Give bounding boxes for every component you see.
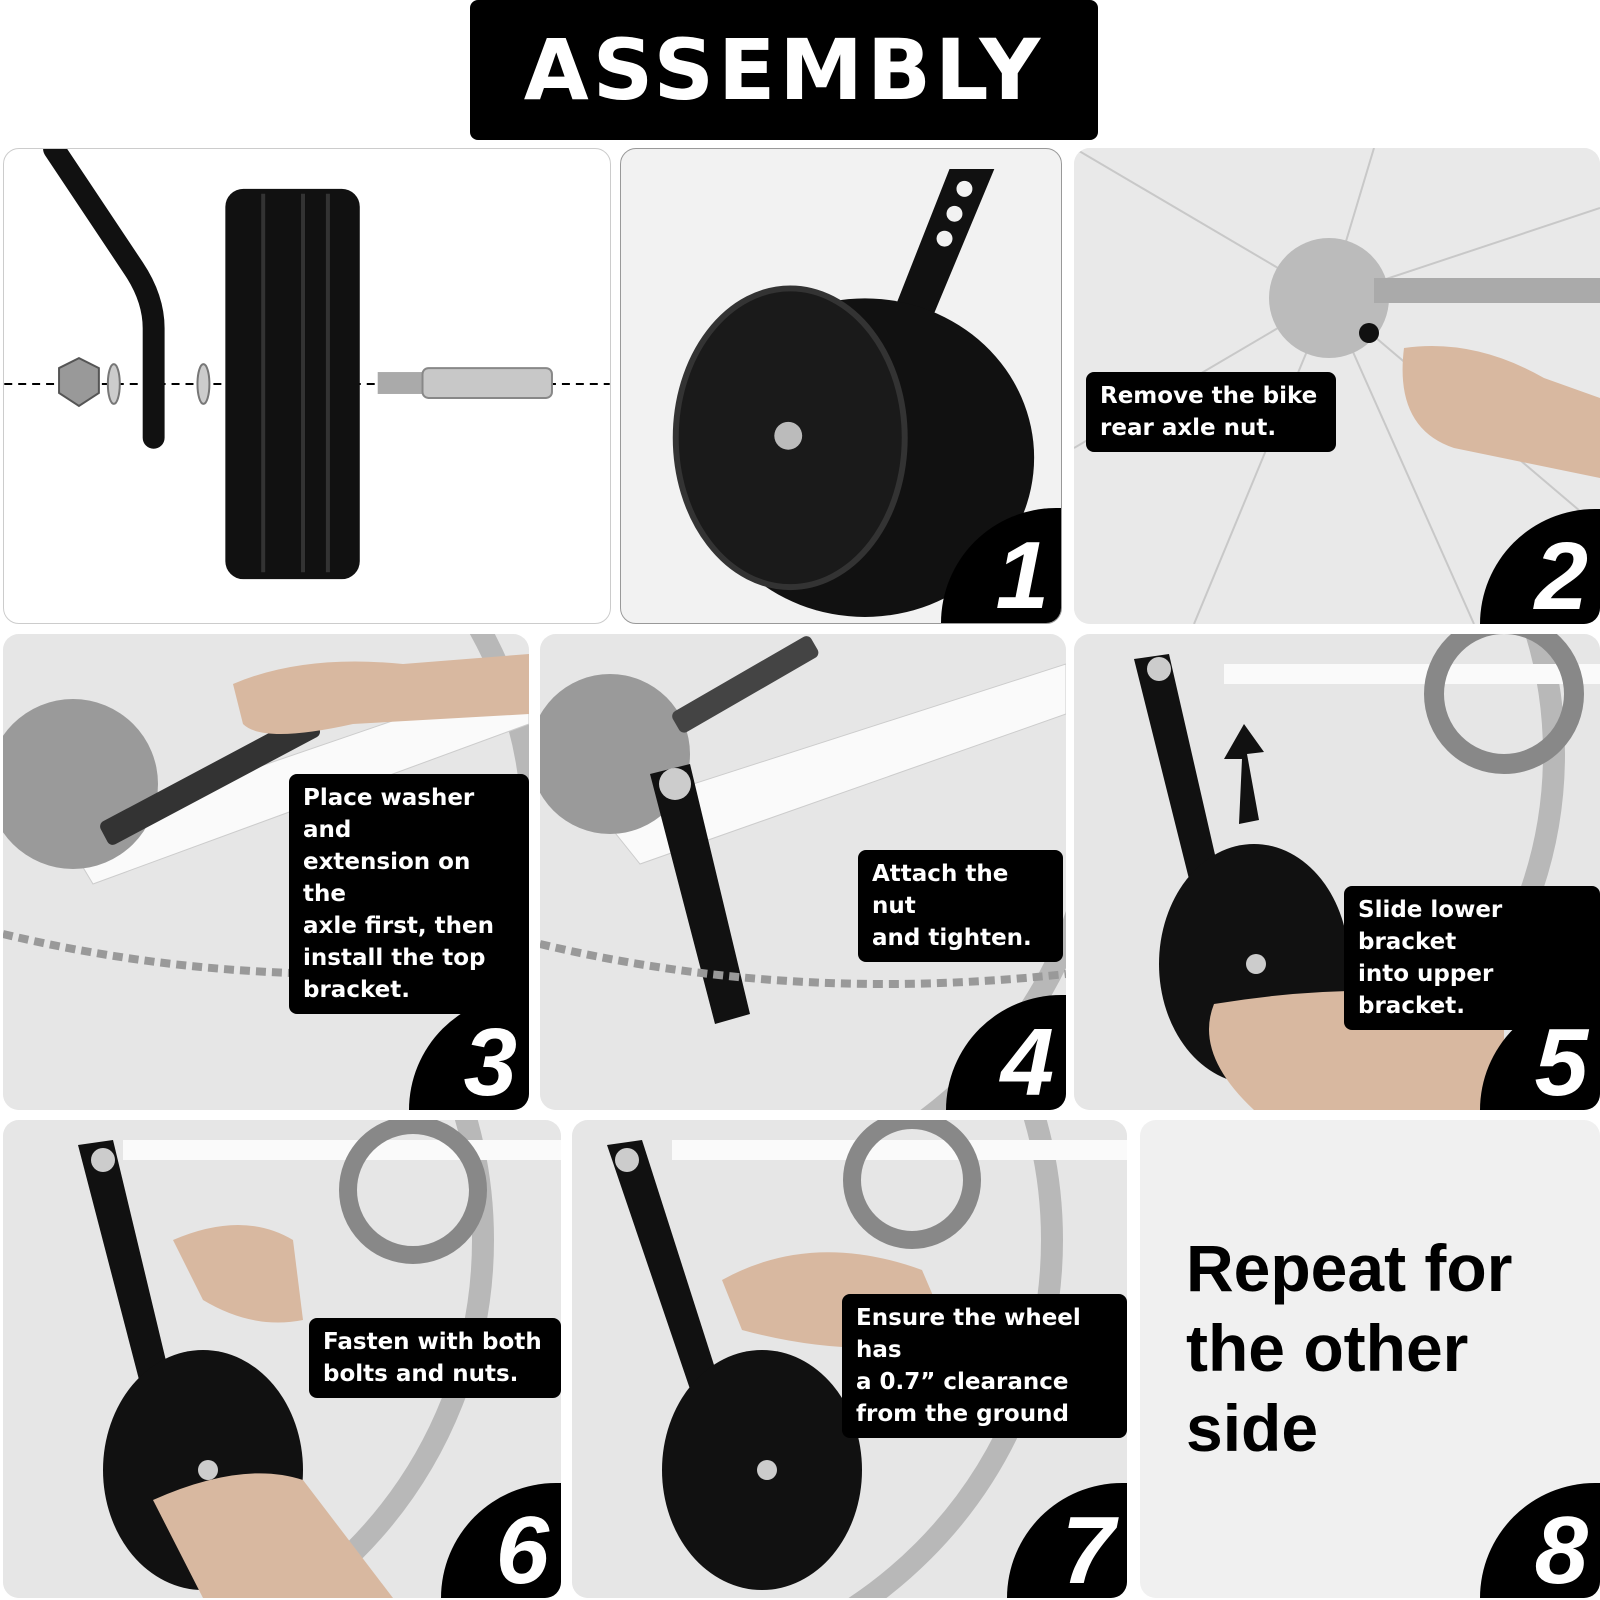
caption-step-7: Ensure the wheel has a 0.7” clearance fr… [842, 1294, 1127, 1438]
panel-step-8: Repeat for the other side 8 [1140, 1120, 1600, 1598]
step-badge-5: 5 [1480, 995, 1600, 1110]
caption-step-3: Place washer and extension on the axle f… [289, 774, 529, 1014]
caption-step-4: Attach the nut and tighten. [858, 850, 1063, 962]
panel-step-7: Ensure the wheel has a 0.7” clearance fr… [572, 1120, 1127, 1598]
panel-exploded-parts [3, 148, 611, 624]
repeat-instruction: Repeat for the other side [1186, 1231, 1513, 1465]
panel-step-3: Place washer and extension on the axle f… [3, 634, 529, 1110]
exploded-parts-illustration [4, 149, 610, 580]
slide-bracket-photo [1074, 634, 1600, 1110]
page-title: ASSEMBLY [470, 0, 1098, 140]
caption-step-6: Fasten with both bolts and nuts. [309, 1318, 561, 1398]
step-badge-8: 8 [1480, 1483, 1600, 1598]
caption-step-2: Remove the bike rear axle nut. [1086, 372, 1336, 452]
panel-step-5: Slide lower bracket into upper bracket. … [1074, 634, 1600, 1110]
panel-step-4: Attach the nut and tighten. 4 [540, 634, 1066, 1110]
panel-step-6: Fasten with both bolts and nuts. 6 [3, 1120, 561, 1598]
training-wheel-illustration [672, 168, 1035, 617]
step-badge-6: 6 [441, 1483, 561, 1598]
panel-step-1: 1 [620, 148, 1062, 624]
step-badge-3: 3 [409, 995, 529, 1110]
panel-step-2: Remove the bike rear axle nut. 2 [1074, 148, 1600, 624]
